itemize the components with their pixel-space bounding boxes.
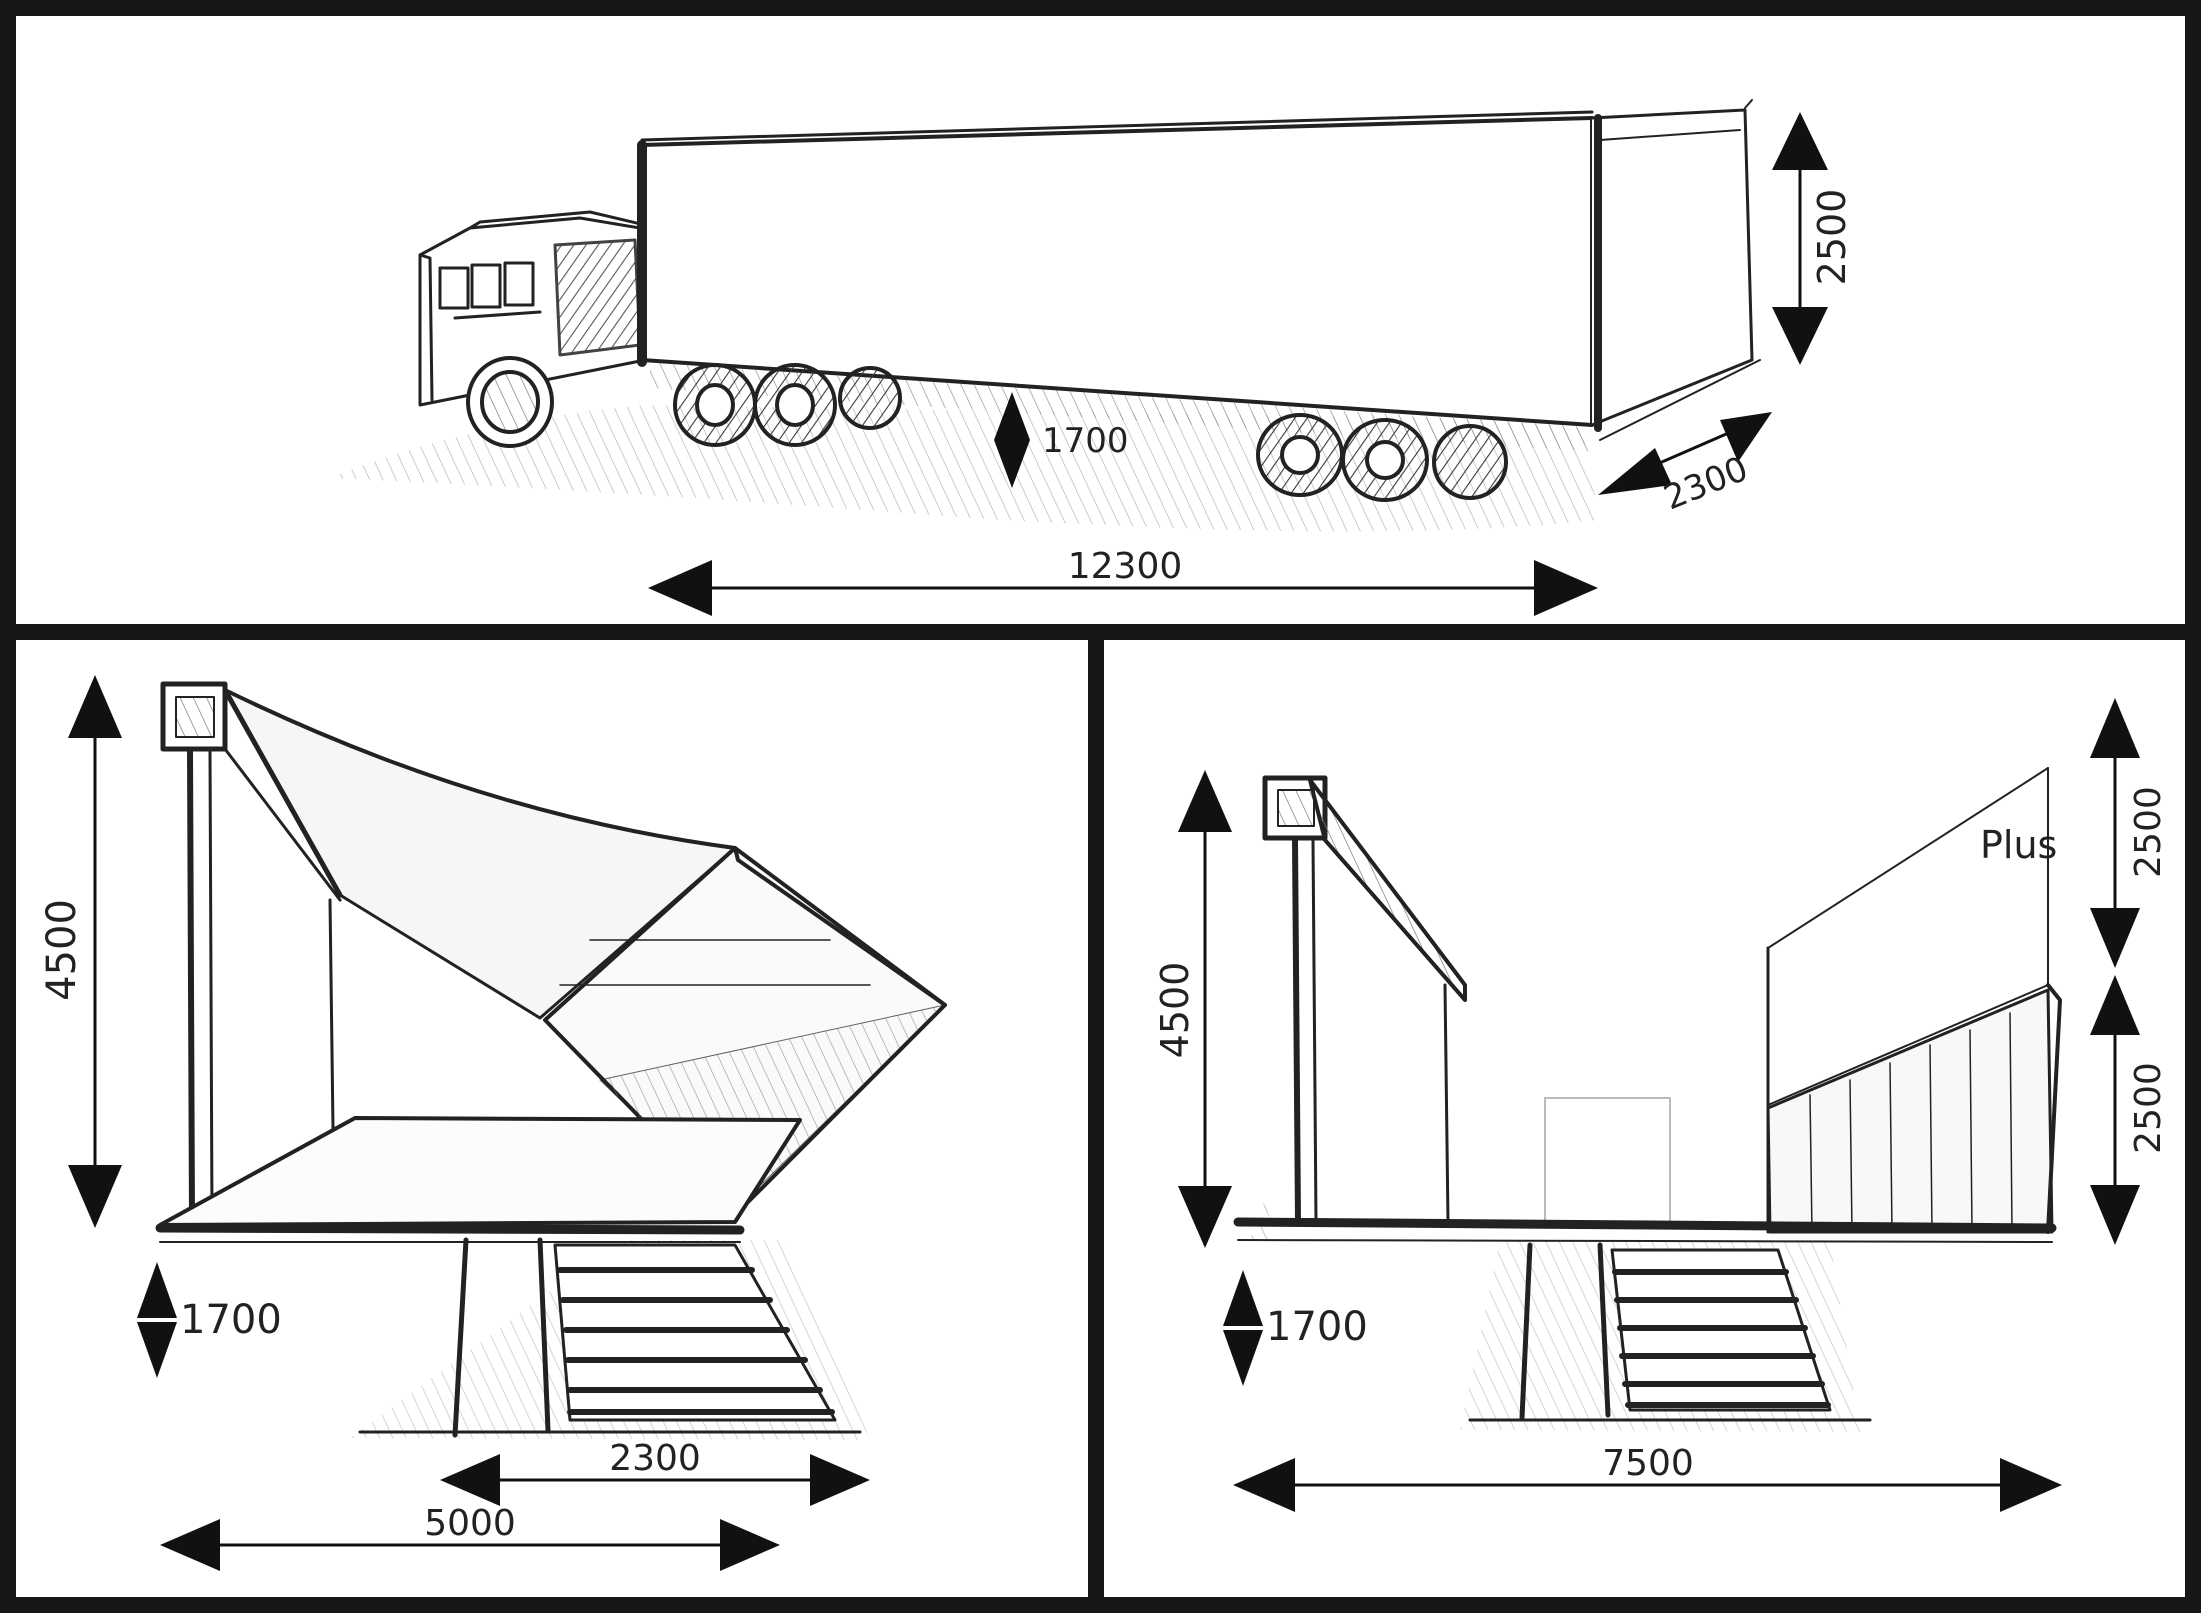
plus-label: Plus — [1980, 823, 2057, 867]
stage-panel: 4500 1700 2300 5000 — [39, 675, 947, 1571]
cab-wheel-icon — [466, 356, 554, 448]
plus-height-dimension: 4500 — [1153, 770, 1232, 1248]
arrow-down-icon — [1223, 1330, 1263, 1386]
plus-upper-extension-label: 2500 — [2128, 786, 2169, 878]
arrow-up-icon — [137, 1262, 177, 1318]
stage-width-dimension: 5000 — [160, 1503, 780, 1571]
truck-floor-height-label: 1700 — [1042, 421, 1129, 461]
stage-stairs — [358, 1237, 862, 1438]
arrow-left-icon — [1598, 448, 1672, 495]
arrow-left-icon — [440, 1454, 500, 1506]
plus-panel: Plus 4500 2500 — [1153, 698, 2169, 1512]
stage-width-label: 5000 — [424, 1503, 516, 1544]
arrow-left-icon — [160, 1519, 220, 1571]
stage-depth-label: 2300 — [609, 1438, 701, 1479]
plus-floor — [1233, 1217, 2057, 1243]
arrow-down-icon — [68, 1165, 122, 1228]
arrow-right-icon — [2000, 1458, 2062, 1512]
arrow-down-icon — [137, 1322, 177, 1378]
stage-column — [160, 681, 336, 1223]
arrow-up-icon — [2090, 975, 2140, 1035]
truck-height-label: 2500 — [1810, 189, 1854, 286]
arrow-down-icon — [994, 440, 1030, 488]
front-axle-wheels-icon — [673, 363, 902, 447]
arrow-down-icon — [1178, 1186, 1232, 1248]
arrow-up-icon — [2090, 698, 2140, 758]
arrow-left-icon — [648, 560, 712, 616]
plus-upper-extension-dimension: 2500 — [2090, 698, 2169, 968]
rear-axle-wheels-icon — [1256, 413, 1508, 502]
plus-column — [1262, 775, 1467, 1225]
trailer-box — [637, 99, 1761, 441]
arrow-up-icon — [1772, 112, 1828, 170]
arrow-right-icon — [1720, 412, 1772, 462]
stage-floor — [155, 1116, 802, 1243]
truck-length-label: 12300 — [1068, 546, 1183, 587]
arrow-up-icon — [1223, 1270, 1263, 1326]
arrow-right-icon — [1534, 560, 1598, 616]
stage-height-dimension: 4500 — [39, 675, 122, 1228]
truck-panel: 2500 1700 2300 12300 — [330, 99, 1854, 616]
arrow-up-icon — [1178, 770, 1232, 832]
plus-width-dimension: 7500 — [1233, 1443, 2062, 1512]
plus-lower-extension-label: 2500 — [2128, 1062, 2169, 1154]
arrow-down-icon — [2090, 908, 2140, 968]
arrow-up-icon — [68, 675, 122, 738]
plus-width-label: 7500 — [1602, 1443, 1694, 1484]
stage-floor-height-label: 1700 — [180, 1297, 282, 1343]
vertical-divider — [1088, 632, 1104, 1605]
plus-floor-height-dimension: 1700 — [1223, 1270, 1368, 1386]
stage-height-label: 4500 — [39, 899, 85, 1001]
truck-length-dimension: 12300 — [648, 546, 1598, 616]
plus-height-label: 4500 — [1153, 962, 1197, 1059]
plus-lower-extension-dimension: 2500 — [2090, 975, 2169, 1245]
truck-height-dimension: 2500 — [1772, 112, 1854, 365]
arrow-up-icon — [994, 392, 1030, 440]
arrow-right-icon — [720, 1519, 780, 1571]
stage-floor-height-dimension: 1700 — [137, 1262, 282, 1378]
arrow-down-icon — [2090, 1185, 2140, 1245]
arrow-down-icon — [1772, 307, 1828, 365]
arrow-right-icon — [810, 1454, 870, 1506]
plus-stairs — [1468, 1242, 1872, 1422]
stage-depth-dimension: 2300 — [440, 1438, 870, 1506]
truck-floor-height-dimension: 1700 — [994, 392, 1129, 488]
arrow-left-icon — [1233, 1458, 1295, 1512]
plus-floor-height-label: 1700 — [1266, 1304, 1368, 1350]
